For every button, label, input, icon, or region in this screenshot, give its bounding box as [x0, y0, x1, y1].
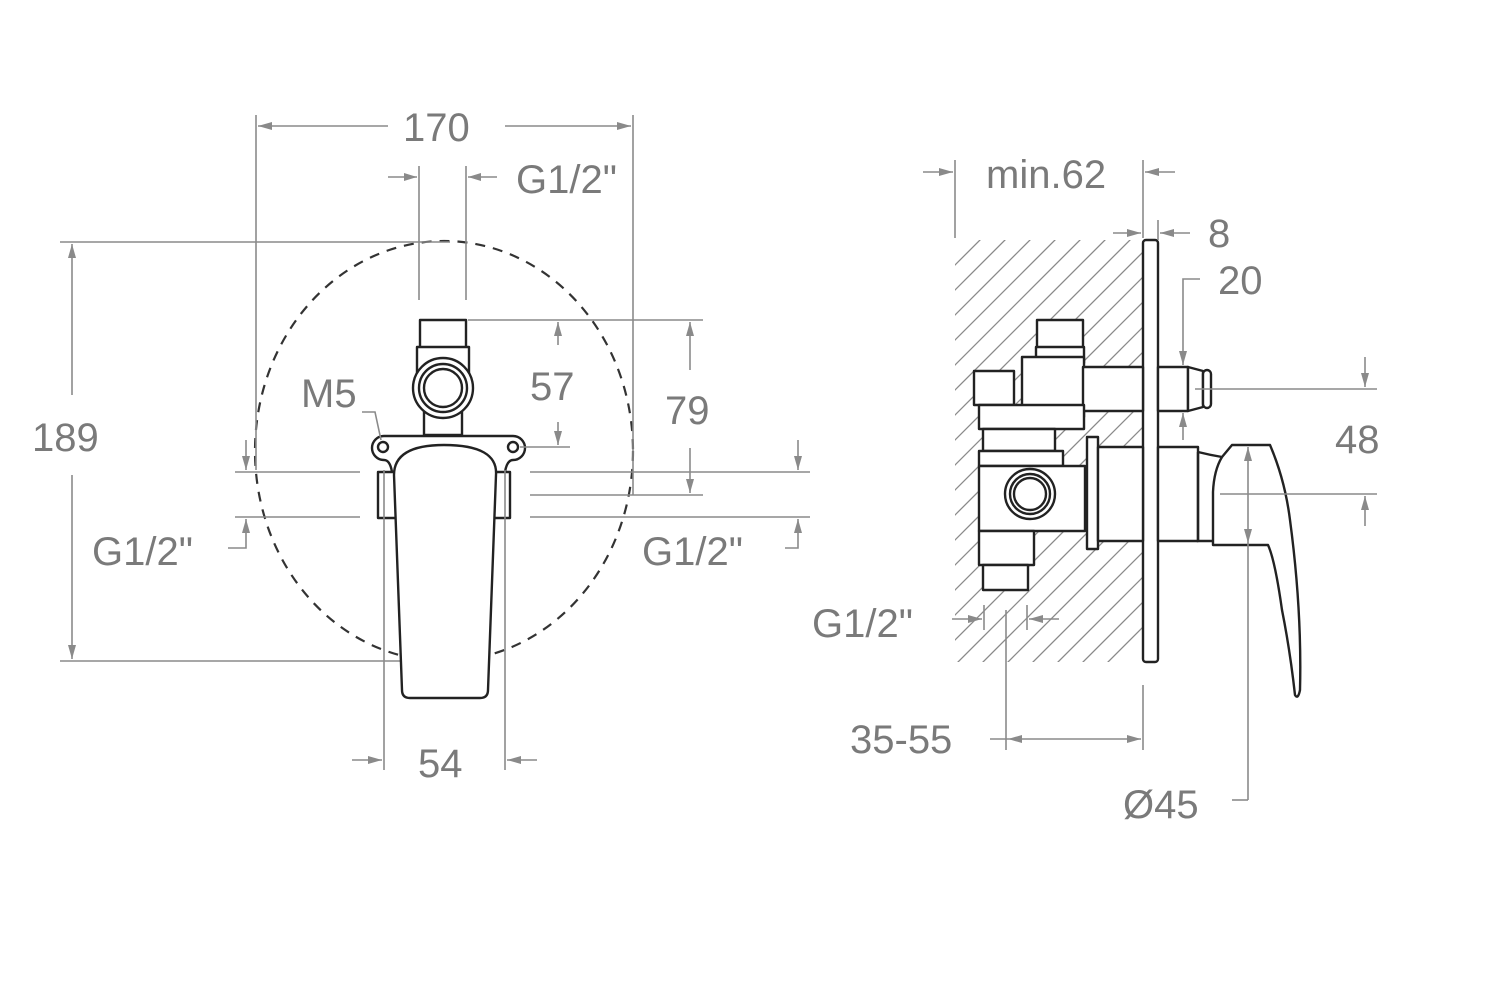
dim-overall-height: 189 [32, 416, 99, 460]
dim-overall-width: 170 [403, 106, 470, 150]
dim-top-outlet-offset: 57 [530, 365, 575, 409]
dim-top-to-side-outlet: 79 [665, 389, 710, 433]
dim-cartridge-diameter: Ø45 [1123, 783, 1199, 827]
label-mount-screw: M5 [301, 372, 357, 416]
dim-spout-projection: 20 [1218, 259, 1263, 303]
dim-install-depth-range: 35-55 [850, 718, 953, 762]
dim-top-outlet-thread: G1/2" [516, 158, 617, 202]
handle-front [392, 443, 498, 700]
dim-bottom-outlet-thread: G1/2" [812, 602, 913, 646]
dim-handle-width: 54 [418, 742, 463, 786]
front-view [60, 115, 810, 770]
dim-outlet-spacing: 48 [1335, 418, 1380, 462]
dim-left-inlet-thread: G1/2" [92, 530, 193, 574]
dim-plate-thickness: 8 [1208, 212, 1231, 256]
side-view [923, 160, 1377, 801]
dim-right-inlet-thread: G1/2" [642, 530, 743, 574]
cover-plate-side [1141, 238, 1160, 664]
dim-wall-depth: min.62 [986, 153, 1107, 197]
